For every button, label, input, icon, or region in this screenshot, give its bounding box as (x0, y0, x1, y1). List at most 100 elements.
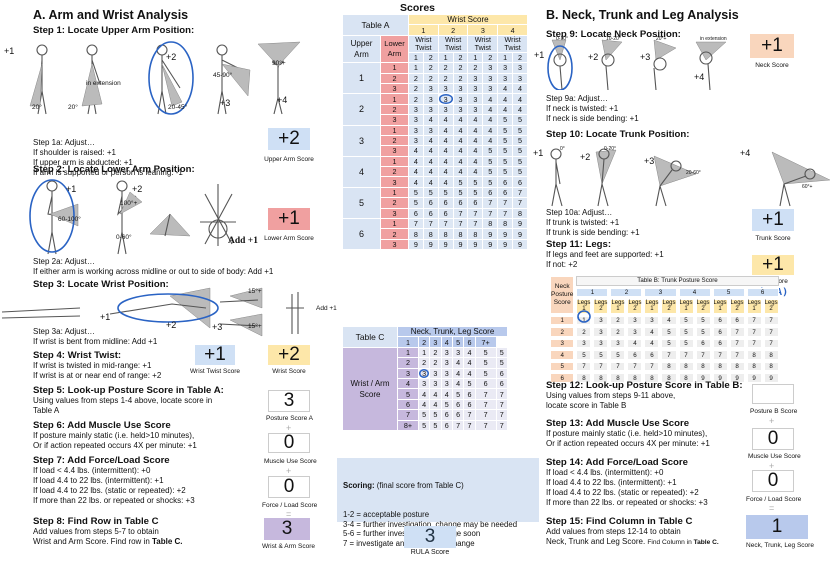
table-b-cell: 8 (729, 361, 745, 372)
neck-position-figures (547, 39, 727, 90)
ntl-score-box[interactable]: 1 (746, 515, 808, 539)
wrist-add-label: Add +1 (316, 305, 337, 312)
table-a-lower-arm-value: 2 (380, 197, 409, 209)
table-a-cell: 3 (497, 72, 514, 84)
wrist-score-box[interactable]: +2 (268, 344, 310, 365)
table-a-cell: 4 (422, 176, 439, 188)
table-a-cell: 8 (408, 228, 424, 240)
table-a-twist-col: 2 (452, 51, 469, 64)
table-b-cell: 8 (610, 373, 626, 383)
table-a-cell: 4 (467, 124, 484, 136)
table-a-cell: 6 (497, 186, 514, 199)
table-b-cell: 5 (576, 350, 592, 360)
table-a-cell: 5 (512, 124, 528, 136)
table-a-cell: 4 (512, 93, 528, 105)
table-a-cell: 9 (497, 238, 514, 251)
step11-heading: Step 11: Legs: (546, 239, 612, 250)
table-c-cell: 4 (440, 388, 453, 400)
table-a-cell: 5 (467, 176, 484, 188)
table-b-neck-header: Neck Posture Score (550, 276, 575, 314)
table-c-cell: 5 (417, 419, 431, 431)
wrist-arm-score-box[interactable]: 3 (264, 518, 310, 540)
table-c-cell: 7 (463, 419, 476, 431)
lower-arm-score-label: Lower Arm Score (264, 235, 314, 242)
wrist-score-option-2: +2 (166, 320, 177, 330)
table-c-cell: 6 (451, 398, 465, 411)
table-c-cell: 5 (417, 409, 431, 421)
step10-heading: Step 10: Locate Trunk Position: (546, 129, 690, 140)
muscle-use-score-b-box[interactable]: 0 (752, 428, 794, 450)
posture-score-a-box[interactable]: 3 (268, 390, 310, 412)
table-a-cell: 9 (497, 228, 514, 240)
table-b-cell: 7 (729, 338, 745, 349)
lower-arm-score-option-1: +1 (66, 184, 77, 194)
table-a-cell: 8 (467, 228, 484, 240)
muscle-use-score-box[interactable]: 0 (268, 432, 310, 453)
table-c-row-label: 8+ (397, 419, 419, 431)
upper-arm-figure-5 (257, 41, 301, 115)
trunk-figure-2 (595, 148, 617, 207)
wrist-score-label: Wrist Score (272, 368, 306, 375)
table-a-cell: 5 (408, 186, 424, 199)
table-a-twist-col: 2 (422, 51, 439, 64)
table-c-cell: 6 (463, 388, 476, 400)
table-c-cell: 6 (474, 377, 497, 390)
table-a-cell: 6 (467, 197, 484, 209)
table-c-col: 1 (397, 336, 419, 348)
table-b-trunk-col: 5 (712, 287, 745, 297)
force-load-score-b-label: Force / Load Score (746, 496, 802, 503)
table-a-cell: 4 (467, 166, 484, 178)
hand-drawn-circle-neck (547, 45, 573, 90)
table-c-cell: 3 (429, 377, 442, 390)
angle-label: 0° (560, 146, 565, 152)
table-a-cell: 8 (497, 218, 514, 230)
table-b-cell: 7 (746, 327, 762, 337)
table-c-cell: 6 (440, 419, 453, 431)
table-c-cell: 1 (417, 346, 431, 359)
trunk-score-box[interactable]: +1 (752, 209, 794, 231)
table-a-cell: 3 (452, 93, 469, 105)
table-b-cell: 5 (661, 327, 677, 337)
table-c-cell: 6 (495, 367, 509, 379)
posture-b-score-box[interactable] (752, 384, 794, 404)
posture-score-a-label: Posture Score A (266, 415, 313, 422)
table-b-cell: 4 (644, 338, 660, 349)
plus-sign: + (769, 461, 775, 471)
table-b-cell: 8 (644, 373, 660, 383)
upper-arm-score-option-4: +4 (277, 95, 288, 105)
ntl-score-label: Neck, Trunk, Leg Score (746, 542, 814, 549)
table-b-cell: 8 (746, 361, 762, 372)
force-load-score-box[interactable]: 0 (268, 476, 310, 498)
neck-score-box[interactable]: +1 (750, 34, 794, 58)
lower-arm-score-box[interactable]: +1 (268, 208, 310, 230)
table-a-cell: 9 (467, 238, 484, 251)
table-c-cell: 4 (417, 398, 431, 411)
table-a-cell: 5 (408, 197, 424, 209)
angle-label: 0-20° (604, 146, 617, 152)
table-c-cell: 5 (429, 419, 442, 431)
leg-score-box[interactable]: +1 (752, 254, 794, 275)
table-c-cell: 4 (417, 388, 431, 400)
force-load-score-b-box[interactable]: 0 (752, 470, 794, 492)
plus-sign: + (769, 416, 775, 426)
rula-score-box[interactable]: 3 (404, 526, 456, 548)
table-a-lower-arm-value: 2 (380, 228, 409, 240)
angle-label: in extension (700, 36, 727, 42)
upper-arm-figure-2 (81, 44, 103, 115)
table-a-cell: 5 (482, 145, 499, 157)
lower-arm-add-label: Add +1 (228, 236, 258, 246)
upper-arm-score-box[interactable]: +2 (268, 128, 310, 150)
table-a-cell: 8 (512, 207, 528, 220)
wrist-twist-score-box[interactable]: +1 (195, 344, 235, 365)
angle-label: 0-60° (116, 234, 132, 241)
table-b-cell: 7 (763, 315, 779, 326)
table-b-row-label: 2 (550, 327, 575, 337)
table-a-cell: 5 (482, 176, 499, 188)
